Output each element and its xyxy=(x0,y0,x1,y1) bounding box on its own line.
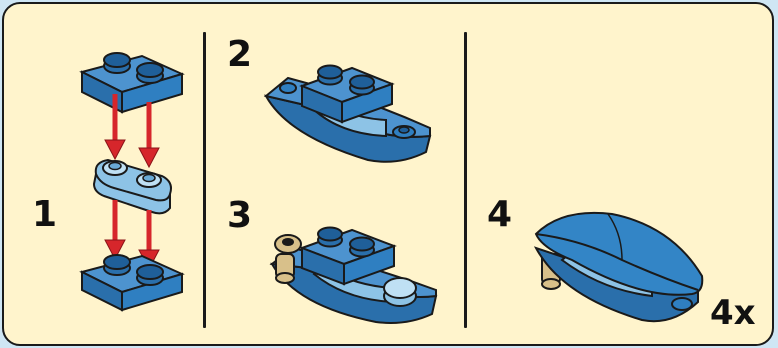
step-4-illustration xyxy=(522,204,722,344)
step-3-illustration xyxy=(266,222,466,342)
step-number-3: 3 xyxy=(227,198,252,234)
step-1-illustration xyxy=(4,4,204,344)
step-number-4: 4 xyxy=(487,197,512,233)
plate-1x2-icon xyxy=(82,53,182,112)
curved-slope-icon xyxy=(536,213,702,321)
step-2-illustration xyxy=(258,56,458,206)
plate-1x2-round-icon xyxy=(384,278,416,306)
plate-1x2-round-icon xyxy=(94,160,171,213)
down-arrow-icon xyxy=(139,102,159,167)
plate-1x2-icon xyxy=(82,255,182,310)
down-arrow-icon xyxy=(105,200,125,259)
step-number-2: 2 xyxy=(227,37,252,73)
